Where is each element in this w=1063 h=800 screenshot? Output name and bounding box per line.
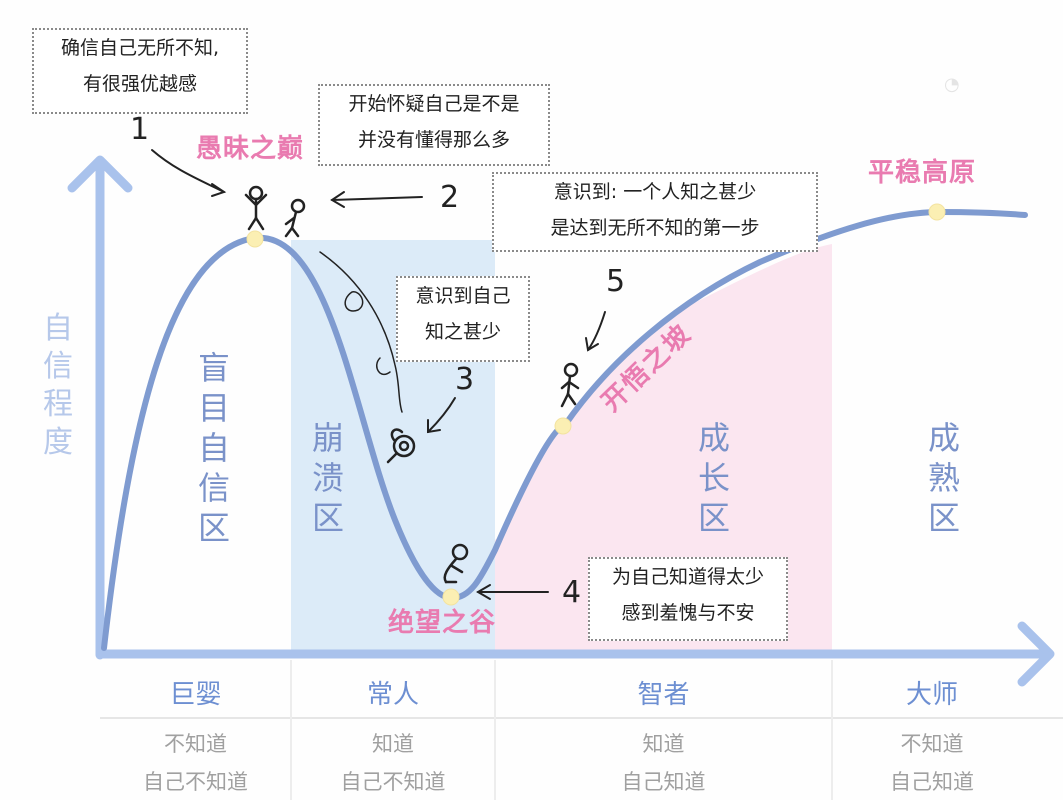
annotation-number-3: 3 xyxy=(455,362,475,397)
zone-blind-confidence: 盲目自信区 xyxy=(197,349,230,547)
stage-line2-3: 自己知道 xyxy=(621,770,706,794)
arrow-1 xyxy=(151,149,225,193)
zone-mature: 成熟区 xyxy=(927,419,960,537)
stage-line2-2: 自己不知道 xyxy=(340,770,446,794)
slope-dot xyxy=(554,417,572,435)
figure-tumbling-icon xyxy=(386,428,416,464)
stage-line2-1: 自己不知道 xyxy=(143,770,248,794)
annotation-box-1: 确信自己无所不知,有很强优越感 xyxy=(32,28,248,114)
plateau-dot xyxy=(928,203,946,221)
confidence-curve xyxy=(101,208,1028,651)
figure-summit-icon xyxy=(244,185,268,231)
arrow-2 xyxy=(331,196,423,201)
zone-growth: 成长区 xyxy=(697,419,730,537)
plateau-label: 平稳高原 xyxy=(868,158,977,188)
valley-label: 绝望之谷 xyxy=(388,608,497,638)
stage-line2-4: 自己知道 xyxy=(890,770,974,794)
figure-valley-icon xyxy=(443,543,469,584)
annotation-number-5: 5 xyxy=(606,264,626,299)
summit-label: 愚昧之巅 xyxy=(196,134,305,164)
annotation-box-4: 为自己知道得太少感到羞愧与不安 xyxy=(588,557,788,641)
arrow-5 xyxy=(587,311,606,351)
fall-trail xyxy=(319,251,403,413)
stage-line1-4: 不知道 xyxy=(900,732,964,756)
annotation-number-2: 2 xyxy=(440,180,460,215)
stage-name-2: 常人 xyxy=(366,680,419,710)
annotation-box-3: 意识到自己知之甚少 xyxy=(396,276,530,362)
summit-dot xyxy=(246,230,264,248)
stage-name-4: 大师 xyxy=(905,680,958,710)
annotation-number-4: 4 xyxy=(562,575,582,610)
annotation-box-5: 意识到: 一个人知之甚少是达到无所不知的第一步 xyxy=(492,172,818,252)
zone-collapse: 崩溃区 xyxy=(311,419,344,537)
figure-climbing-icon xyxy=(560,362,580,408)
annotation-number-1: 1 xyxy=(130,112,150,147)
stage-name-1: 巨婴 xyxy=(169,680,222,710)
stage-line1-3: 知道 xyxy=(642,732,685,756)
annotation-box-2: 开始怀疑自己是不是并没有懂得那么多 xyxy=(318,84,550,166)
x-axis-arrow xyxy=(1017,621,1055,687)
watermark: ◔ xyxy=(944,74,960,95)
y-axis-arrow xyxy=(67,155,133,193)
stage-line1-2: 知道 xyxy=(372,732,414,756)
y-axis-label: 自 信 程 度 xyxy=(43,311,73,460)
stage-name-3: 智者 xyxy=(637,680,690,710)
stage-line1-1: 不知道 xyxy=(164,732,227,756)
figure-doubting-icon xyxy=(284,198,306,238)
arrow-3 xyxy=(427,397,456,433)
valley-dot xyxy=(442,588,460,606)
